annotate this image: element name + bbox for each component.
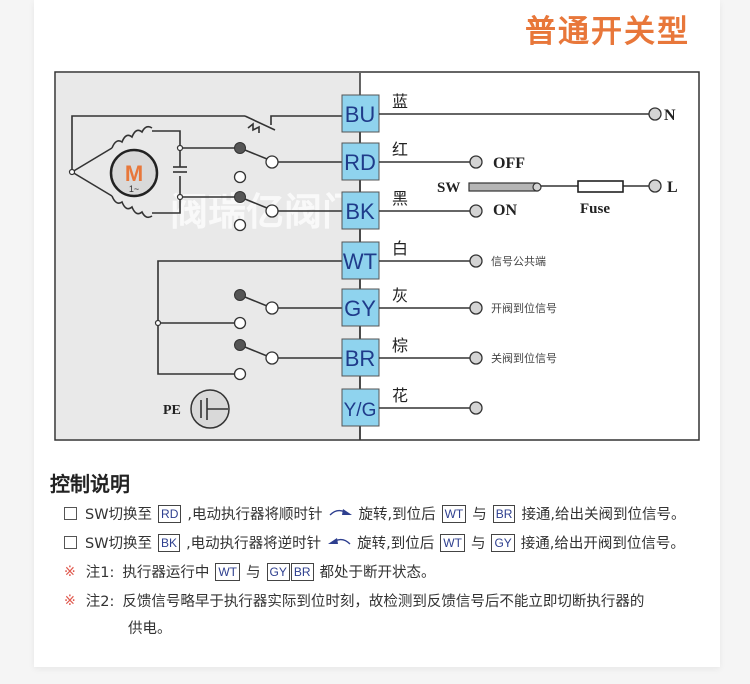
tag-br: BR: [290, 562, 314, 581]
instruction-line-2: SW切换至 BK ,电动执行器将逆时针 旋转,到位后 WT 与 GY 接通,给出…: [64, 532, 685, 553]
signal-label: 信号公共端: [491, 255, 546, 268]
contact-closed: [234, 289, 246, 301]
checkbox-icon: [64, 507, 77, 520]
page-title: 普通开关型: [525, 14, 690, 50]
wire-color-label: 白: [392, 239, 408, 258]
terminal-l: [648, 179, 662, 193]
note-mark: ※: [64, 592, 76, 609]
counterclockwise-arrow-icon: [327, 535, 351, 550]
tag-rd: RD: [158, 504, 182, 523]
note-1: ※ 注1: 执行器运行中 WT 与 GY BR 都处于断开状态。: [64, 562, 436, 581]
checkbox-icon: [64, 536, 77, 549]
contact-open: [233, 170, 247, 184]
tag-wt: WT: [215, 562, 241, 581]
motor-sub-label: 1~: [129, 184, 139, 194]
tag-bk: BK: [158, 533, 181, 552]
contact-common: [265, 155, 279, 169]
wire-end-terminal: [469, 155, 483, 169]
clockwise-arrow-icon: [329, 506, 353, 521]
label-l: L: [667, 179, 678, 196]
tag-br: BR: [492, 504, 516, 523]
terminal-code: RD: [344, 150, 376, 175]
contact-closed: [234, 191, 246, 203]
terminal-code: GY: [344, 296, 376, 321]
contact-open: [233, 316, 247, 330]
terminal-block: [341, 338, 380, 377]
terminal-block: [341, 142, 380, 181]
wire-color-label: 棕: [392, 336, 408, 355]
motor-label: M: [125, 161, 143, 186]
ground-icon: [190, 389, 230, 429]
wire-end-terminal: [469, 204, 483, 218]
wire-color-label: 蓝: [392, 92, 408, 111]
instruction-line-1: SW切换至 RD ,电动执行器将顺时针 旋转,到位后 WT 与 BR 接通,给出…: [64, 503, 686, 524]
signal-label: 关阀到位信号: [491, 351, 557, 365]
terminal-bk: BK 黑: [341, 189, 483, 230]
terminal-bu: BU 蓝: [341, 92, 649, 133]
sw-lever: [468, 182, 538, 192]
terminal-block: [341, 288, 380, 327]
terminal-code: BU: [345, 102, 376, 127]
wire-color-label: 黑: [392, 189, 408, 208]
wire-end-terminal: [469, 401, 483, 415]
tag-gy: GY: [491, 533, 515, 552]
tag-gy: GY: [266, 562, 290, 581]
terminal-block: [341, 388, 380, 427]
label-on: ON: [493, 202, 517, 219]
contact-common: [265, 351, 279, 365]
note-mark: ※: [64, 563, 76, 580]
label-fuse: Fuse: [580, 201, 610, 217]
terminal-code: WT: [343, 249, 377, 274]
contact-common: [265, 301, 279, 315]
terminal-block: [341, 94, 380, 133]
fuse-icon: [577, 180, 624, 193]
pe-label: PE: [163, 403, 181, 418]
terminal-code: Y/G: [344, 400, 377, 421]
contact-open: [233, 367, 247, 381]
motor-icon: M 1~: [109, 148, 159, 198]
wire-end-terminal: [469, 301, 483, 315]
label-off: OFF: [493, 155, 525, 172]
actuator-panel: [56, 73, 360, 439]
terminal-code: BK: [345, 199, 375, 224]
signal-label: 开阀到位信号: [491, 301, 557, 315]
terminal-block: [341, 191, 380, 230]
terminal-n: [648, 107, 662, 121]
label-sw: SW: [437, 180, 460, 196]
tag-wt: WT: [441, 504, 467, 523]
contact-closed: [234, 339, 246, 351]
terminal-code: BR: [345, 346, 376, 371]
wire-color-label: 红: [392, 140, 408, 159]
tag-wt: WT: [440, 533, 465, 552]
contact-open: [233, 218, 247, 232]
terminal-yg: Y/G 花: [341, 386, 483, 427]
terminal-rd: RD 红: [341, 140, 483, 181]
label-n: N: [664, 107, 676, 124]
wire-color-label: 灰: [392, 286, 408, 305]
section-heading: 控制说明: [50, 472, 130, 496]
note-2-continuation: 供电。: [128, 621, 172, 637]
note-2: ※ 注2: 反馈信号略早于执行器实际到位时刻，故检测到反馈信号后不能立即切断执行…: [64, 592, 645, 611]
wire-end-terminal: [469, 254, 483, 268]
wire-end-terminal: [469, 351, 483, 365]
wiring-diagram: 阀瑞亿阀门 M 1~: [54, 71, 700, 441]
contact-closed: [234, 142, 246, 154]
wire-color-label: 花: [392, 386, 408, 405]
contact-common: [265, 204, 279, 218]
